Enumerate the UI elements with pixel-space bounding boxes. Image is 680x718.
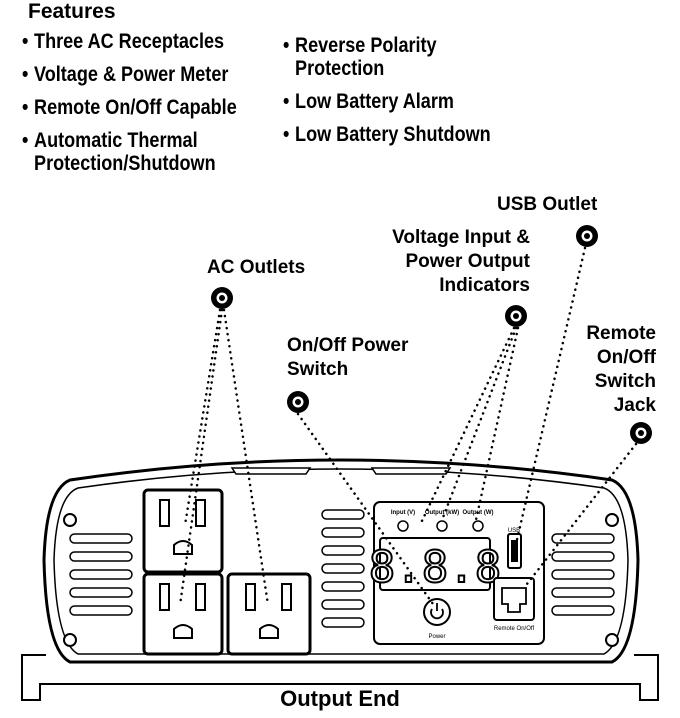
callout-marker bbox=[287, 391, 309, 413]
callout-text: On/Off Power bbox=[287, 335, 409, 356]
screw-icon bbox=[63, 513, 619, 647]
callout-usb-text: USB Outlet bbox=[497, 194, 598, 215]
power-label: Power bbox=[428, 634, 445, 640]
usb-label: USB bbox=[508, 528, 520, 534]
callout-marker bbox=[505, 305, 527, 327]
feature-item: Low Battery Shutdown bbox=[283, 123, 507, 146]
power-icon bbox=[430, 603, 444, 620]
feature-item: Three AC Receptacles bbox=[22, 30, 280, 53]
callout-indicators: Voltage Input & Power Output Indicators bbox=[380, 226, 530, 298]
callout-text: Voltage Input & bbox=[392, 227, 530, 248]
callout-usb-outlet: USB Outlet bbox=[497, 193, 597, 217]
feature-item: Voltage & Power Meter bbox=[22, 63, 280, 86]
callout-text: Power Output bbox=[405, 251, 530, 272]
callout-text: AC Outlets bbox=[207, 257, 306, 278]
mounting-foot-right bbox=[620, 654, 659, 701]
features-list-left: Three AC Receptacles Voltage & Power Met… bbox=[22, 30, 322, 185]
callout-marker bbox=[630, 422, 652, 444]
feature-item: Remote On/Off Capable bbox=[22, 96, 280, 119]
remote-jack-label: Remote On/Off bbox=[494, 626, 535, 632]
features-list-right: Reverse Polarity Protection Low Battery … bbox=[283, 34, 543, 156]
ac-outlet-top bbox=[142, 488, 224, 574]
callout-power-switch: On/Off Power Switch bbox=[287, 334, 408, 382]
callout-text: Remote bbox=[586, 323, 656, 344]
indicator-led bbox=[472, 520, 484, 532]
ac-outlet-bottom-right bbox=[226, 572, 312, 656]
ac-outlet-bottom-left bbox=[142, 572, 224, 656]
feature-item: Low Battery Alarm bbox=[283, 90, 507, 113]
digital-display bbox=[379, 537, 491, 591]
control-panel: Input (V) Output (kW) Output (W) 8.8.8 P… bbox=[368, 501, 545, 645]
features-title: Features bbox=[28, 0, 116, 23]
diagram-caption: Output End bbox=[280, 686, 400, 711]
callout-text: Jack bbox=[613, 395, 656, 416]
indicator-label: Input (V) bbox=[391, 510, 415, 516]
display-digits: 8.8.8 bbox=[369, 542, 501, 593]
leader-lines bbox=[178, 246, 638, 607]
callout-text: Switch bbox=[287, 359, 349, 380]
vent-slots-left bbox=[69, 533, 133, 616]
vent-slots-right bbox=[551, 533, 615, 616]
callout-remote-jack: Remote On/Off Switch Jack bbox=[560, 322, 656, 418]
callout-marker bbox=[576, 225, 598, 247]
indicator-led bbox=[397, 520, 409, 532]
callout-text: Switch bbox=[594, 371, 656, 392]
mounting-foot-left bbox=[21, 654, 60, 701]
feature-item: Reverse Polarity Protection bbox=[283, 34, 458, 80]
callout-marker bbox=[211, 287, 233, 309]
callout-text: Indicators bbox=[439, 275, 530, 296]
callout-text: On/Off bbox=[596, 347, 656, 368]
indicator-label: Output (kW) bbox=[425, 510, 459, 516]
vent-slots-center bbox=[321, 509, 365, 628]
feature-item: Automatic Thermal Protection/Shutdown bbox=[22, 129, 219, 175]
indicator-led bbox=[436, 520, 448, 532]
power-button[interactable] bbox=[423, 598, 451, 626]
inverter-housing bbox=[42, 458, 640, 664]
callout-ac-outlets: AC Outlets bbox=[207, 256, 305, 280]
